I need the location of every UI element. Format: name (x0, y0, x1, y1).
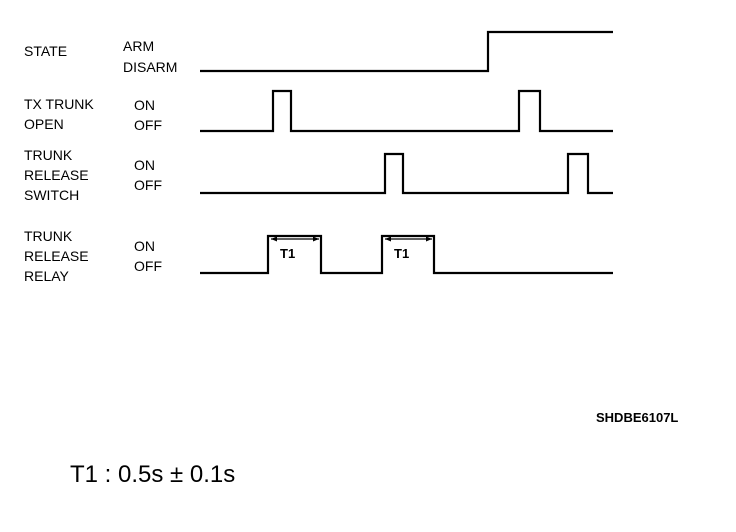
t1-label: T1 (394, 246, 409, 261)
signal-label-state: STATE (24, 43, 67, 59)
signal-label-line: RELAY (24, 268, 70, 284)
level-label-low: OFF (134, 117, 162, 133)
waveform-tx-trunk-open (200, 89, 613, 133)
level-label-high: ON (134, 97, 155, 113)
t1-dimension-2: T1 (385, 236, 432, 261)
signal-label-tx-trunk-open: TX TRUNK OPEN (24, 96, 94, 132)
signal-label-trunk-release-switch: TRUNK RELEASE SWITCH (24, 147, 89, 203)
waveform-trunk-release-relay (200, 234, 613, 275)
level-label-high: ON (134, 238, 155, 254)
waveform-trunk-release-switch (200, 152, 613, 195)
level-label-low: OFF (134, 177, 162, 193)
signal-label-line: TX TRUNK (24, 96, 94, 112)
level-label-high: ON (134, 157, 155, 173)
signal-label-line: RELEASE (24, 167, 89, 183)
t1-label: T1 (280, 246, 295, 261)
figure-code: SHDBE6107L (596, 410, 678, 425)
signal-label-line: TRUNK (24, 147, 73, 163)
waveform-state (200, 30, 613, 73)
signal-label-line: TRUNK (24, 228, 73, 244)
signal-label-trunk-release-relay: TRUNK RELEASE RELAY (24, 228, 89, 284)
signal-label-line: SWITCH (24, 187, 79, 203)
level-label-high: ARM (123, 38, 154, 54)
signal-label-line: OPEN (24, 116, 64, 132)
level-label-low: OFF (134, 258, 162, 274)
signal-label-line: RELEASE (24, 248, 89, 264)
t1-formula: T1 : 0.5s ± 0.1s (70, 461, 235, 488)
level-label-low: DISARM (123, 59, 177, 75)
t1-dimension-1: T1 (271, 236, 319, 261)
signal-label-line: STATE (24, 43, 67, 59)
